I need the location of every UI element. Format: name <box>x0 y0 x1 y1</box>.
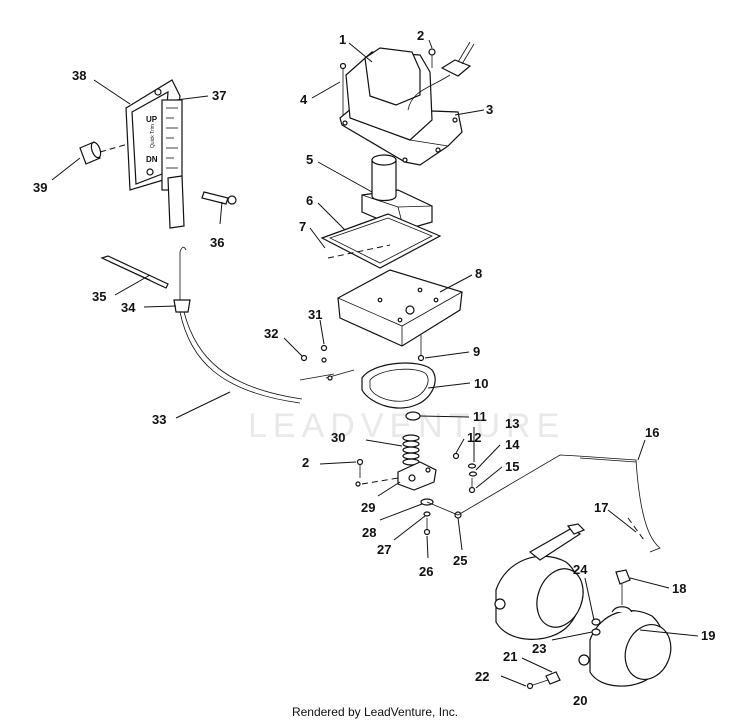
callout-1: 1 <box>339 32 346 47</box>
screw-4 <box>339 62 347 115</box>
control-cable-33 <box>173 246 335 404</box>
trim-gauge: UP Quick Trim DN <box>125 79 185 229</box>
pivot-18 <box>615 569 631 605</box>
callout-32: 32 <box>264 326 278 341</box>
callout-11: 11 <box>473 409 487 424</box>
callout-39: 39 <box>33 180 47 195</box>
cam-lever-29 <box>397 461 437 491</box>
callout-19: 19 <box>701 628 715 643</box>
callout-24: 24 <box>573 562 588 577</box>
gauge-up-label: UP <box>146 115 158 124</box>
callout-30: 30 <box>331 430 345 445</box>
callout-4: 4 <box>300 92 308 107</box>
callout-37: 37 <box>212 88 226 103</box>
callout-29: 29 <box>361 500 375 515</box>
screw-2-top <box>428 48 436 68</box>
hardware-20-22 <box>526 671 561 690</box>
callout-18: 18 <box>672 581 686 596</box>
hardware-12-15 <box>452 452 478 494</box>
spring-30 <box>402 434 420 466</box>
callout-10: 10 <box>474 376 488 391</box>
gauge-quick-trim-label: Quick Trim <box>150 124 156 148</box>
callout-16: 16 <box>645 425 659 440</box>
callout-23: 23 <box>532 641 546 656</box>
actuator-block <box>361 154 433 245</box>
hardware-31-32 <box>300 344 355 381</box>
leader-lines <box>51 39 699 687</box>
hardware-25-28 <box>420 454 579 536</box>
nozzle-upper <box>494 523 586 640</box>
callout-25: 25 <box>453 553 467 568</box>
callout-27: 27 <box>377 542 391 557</box>
callout-7: 7 <box>299 219 306 234</box>
callout-2-top: 2 <box>417 28 424 43</box>
motor-cover-housing <box>339 41 475 166</box>
callout-22: 22 <box>475 669 489 684</box>
washer-11 <box>405 411 421 421</box>
knob-39 <box>79 141 129 165</box>
callout-21: 21 <box>503 649 517 664</box>
mounting-plate <box>337 269 463 347</box>
callout-20: 20 <box>573 693 587 708</box>
callout-26: 26 <box>419 564 433 579</box>
screw-2-lower <box>355 458 399 487</box>
callouts: 1 2 2 3 4 5 6 7 8 9 10 11 12 13 14 15 16… <box>33 28 715 708</box>
gauge-dn-label: DN <box>146 155 158 164</box>
callout-8: 8 <box>475 266 482 281</box>
callout-35: 35 <box>92 289 106 304</box>
screw-9 <box>417 335 425 362</box>
callout-6: 6 <box>306 193 313 208</box>
callout-28: 28 <box>362 525 376 540</box>
callout-17: 17 <box>594 500 608 515</box>
callout-13: 13 <box>505 416 519 431</box>
callout-34: 34 <box>121 300 136 315</box>
callout-5: 5 <box>306 152 313 167</box>
callout-31: 31 <box>308 307 322 322</box>
callout-15: 15 <box>505 459 519 474</box>
pin-7 <box>327 244 391 259</box>
callout-36: 36 <box>210 235 224 250</box>
linkage-rod-16 <box>577 455 661 553</box>
callout-3: 3 <box>486 102 493 117</box>
callout-33: 33 <box>152 412 166 427</box>
callout-38: 38 <box>72 68 86 83</box>
hardware-23-24 <box>591 618 601 636</box>
callout-9: 9 <box>473 344 480 359</box>
callout-12: 12 <box>467 430 481 445</box>
footer-credit: Rendered by LeadVenture, Inc. <box>292 705 458 719</box>
callout-2-lower: 2 <box>302 455 309 470</box>
nozzle-19 <box>578 606 672 687</box>
callout-14: 14 <box>505 437 520 452</box>
screw-36 <box>201 191 237 205</box>
